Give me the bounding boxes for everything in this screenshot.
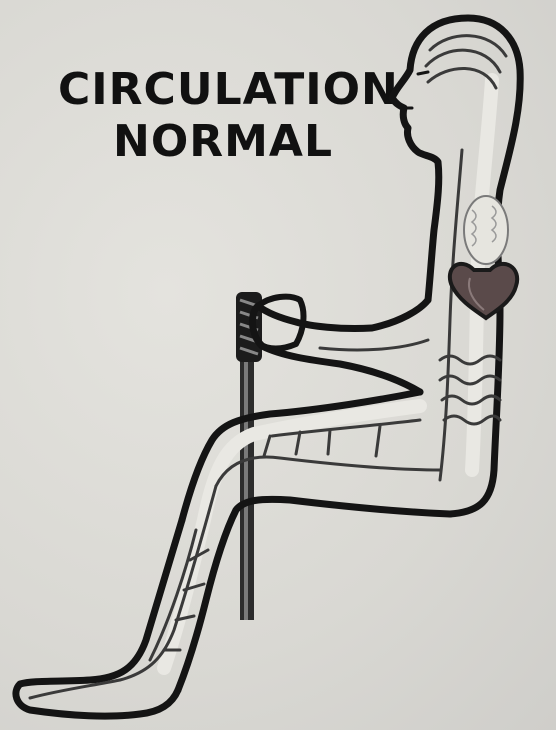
vessels [30, 36, 506, 698]
heart-icon [450, 264, 517, 318]
lung-icon [464, 196, 508, 264]
body-outline [16, 18, 520, 716]
